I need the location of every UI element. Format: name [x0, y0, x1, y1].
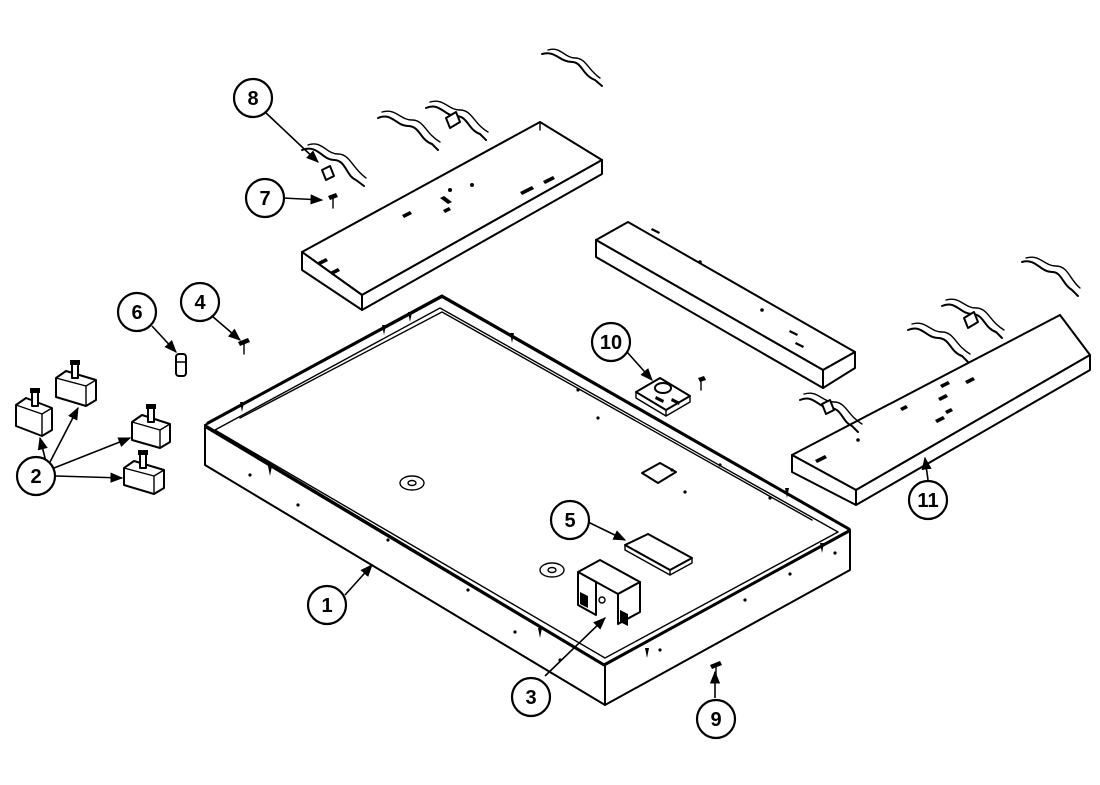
callout-6-label: 6 [131, 302, 142, 324]
terminal-block [635, 376, 706, 417]
rail-right [791, 314, 1091, 506]
leveling-legs [15, 360, 171, 495]
callout-4-label: 4 [194, 292, 206, 314]
callout-1: 1 [306, 584, 348, 626]
rail-top-left [301, 121, 603, 311]
pin-part [175, 353, 187, 377]
callout-4: 4 [179, 281, 221, 323]
leader-lines [37, 111, 932, 698]
callout-10: 10 [590, 321, 632, 363]
callout-5-label: 5 [564, 510, 575, 532]
callout-11-label: 11 [917, 490, 938, 512]
callout-7: 7 [244, 177, 286, 219]
callout-9-label: 9 [710, 709, 721, 731]
base-pan [204, 294, 851, 706]
callout-11: 11 [907, 479, 949, 521]
callout-3: 3 [510, 676, 552, 718]
callout-10-label: 10 [600, 332, 622, 354]
callout-2: 2 [15, 455, 57, 497]
screws [238, 193, 722, 676]
callout-8-label: 8 [247, 88, 258, 110]
callout-6: 6 [116, 291, 158, 333]
callout-2-label: 2 [30, 466, 41, 488]
callout-1-label: 1 [321, 595, 332, 617]
callout-7-label: 7 [259, 188, 270, 210]
wire-clips [301, 48, 1081, 433]
callout-3-label: 3 [525, 687, 536, 709]
rail-middle [595, 221, 856, 389]
callout-8: 8 [232, 77, 274, 119]
callout-5: 5 [549, 499, 591, 541]
callout-9: 9 [695, 698, 737, 740]
